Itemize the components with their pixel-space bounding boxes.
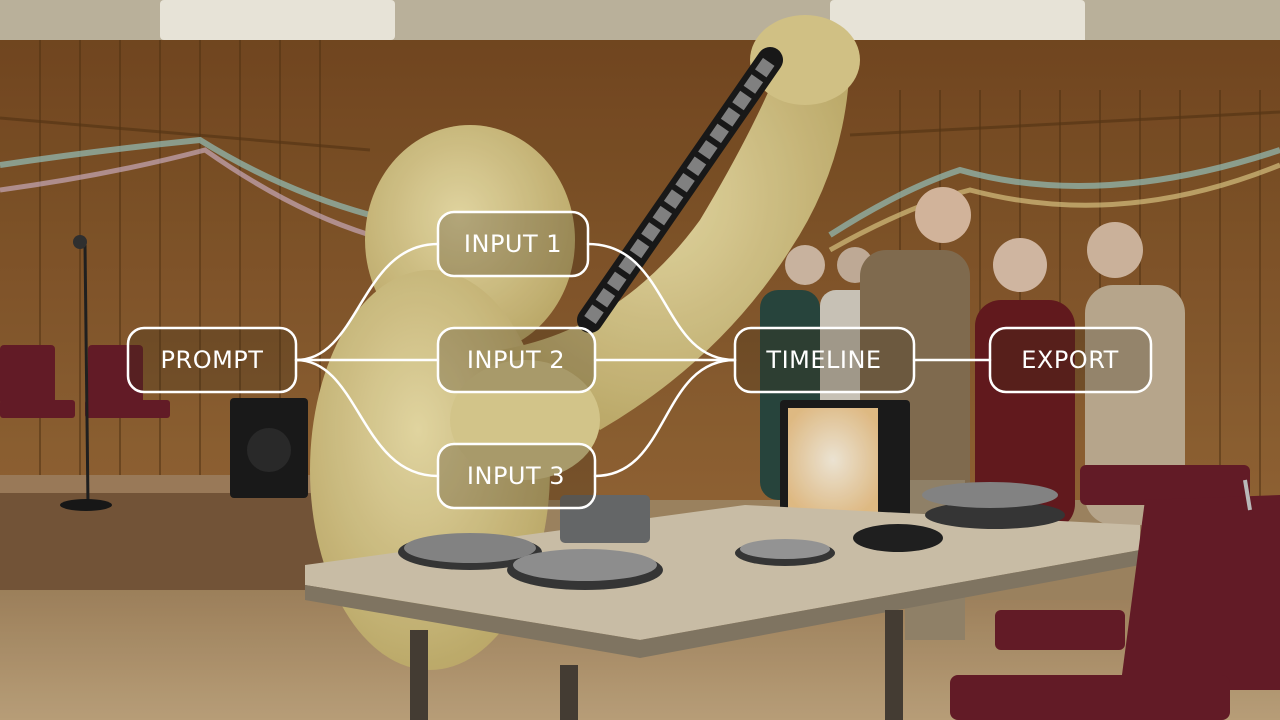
node-input-3: INPUT 3 — [436, 442, 597, 510]
foreground-chairs — [950, 465, 1280, 720]
node-timeline-label: TIMELINE — [765, 346, 881, 374]
node-timeline: TIMELINE — [733, 326, 916, 394]
node-input-3-label: INPUT 3 — [467, 462, 565, 490]
streamer — [0, 147, 371, 238]
mic-stand — [83, 244, 90, 506]
streamer — [828, 147, 1280, 238]
edge-prompt-input1 — [294, 242, 440, 362]
node-prompt: PROMPT — [126, 326, 298, 394]
edge-prompt-input3 — [294, 358, 440, 478]
node-prompt-label: PROMPT — [161, 346, 264, 374]
edge-input1-timeline — [586, 242, 737, 362]
edge-input3-timeline — [593, 358, 737, 478]
ceiling-light — [160, 0, 395, 40]
streamer — [0, 136, 371, 218]
node-input-2: INPUT 2 — [436, 326, 597, 394]
film-strip — [577, 47, 783, 333]
node-input-2-label: INPUT 2 — [467, 346, 565, 374]
stage-chairs — [0, 345, 170, 418]
node-input-1-label: INPUT 1 — [464, 230, 562, 258]
stage-platform — [0, 485, 330, 595]
node-input-1: INPUT 1 — [436, 210, 590, 278]
film-reels — [398, 482, 1065, 590]
node-export-label: EXPORT — [1021, 346, 1119, 374]
node-export: EXPORT — [988, 326, 1153, 394]
streamer — [828, 162, 1280, 253]
